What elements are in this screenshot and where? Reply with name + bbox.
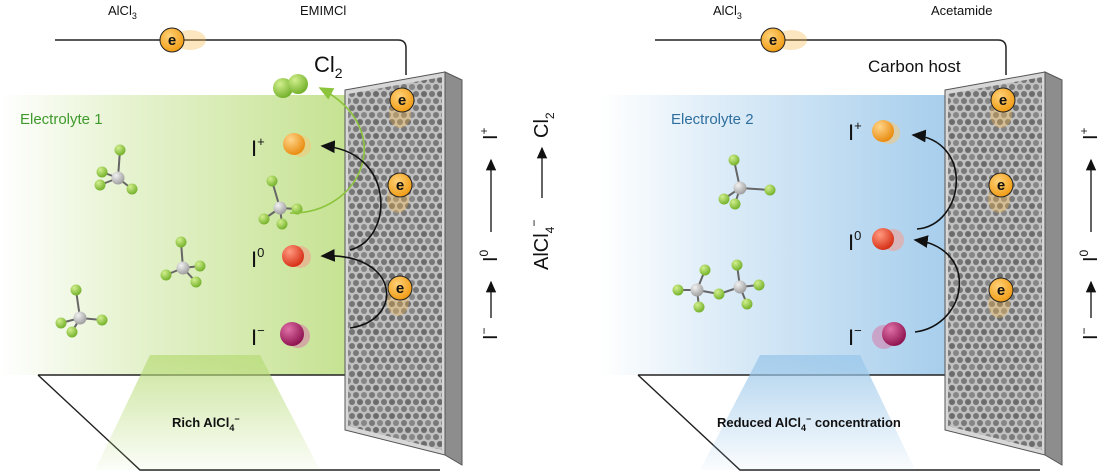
wire-electron: e [159,27,206,53]
carbon-electrode [944,71,1063,466]
species-i-plus-label: I+ [251,134,265,161]
svg-text:e: e [999,92,1007,109]
electrolyte-label: Electrolyte 1 [20,111,103,128]
svg-text:e: e [769,32,777,49]
oxidation-arrow-upper [320,140,382,251]
species-i-zero-label: I0 [848,228,861,255]
iodine-plus-ball [283,133,311,157]
svg-text:e: e [396,177,404,194]
svg-text:AlCl4−: AlCl4− [527,220,557,270]
cl2-molecule [273,74,308,98]
svg-text:I−: I− [477,327,502,340]
external-wire [55,39,407,75]
svg-text:I+: I+ [1077,127,1102,140]
alcl4-cluster [94,144,138,195]
electron: e [988,277,1014,318]
alcl4-cluster [55,284,108,338]
svg-text:I+: I+ [477,127,502,140]
iodine-plus-ball [872,120,900,144]
panel-right: e e e e AlCl3 Acetamide Carbon host Elec… [600,3,1102,471]
solvent-label: EMIMCl [300,3,346,18]
alcl3-complex [718,154,776,210]
species-i-plus-label: I+ [848,118,862,145]
svg-text:e: e [396,280,404,297]
oxidation-arrow-lower [913,235,961,333]
chlorine-evolution-arrow [289,87,365,214]
svg-text:e: e [997,282,1005,299]
concentration-beam [700,355,915,470]
electron: e [387,275,413,316]
carbon-electrode [344,71,463,466]
electron: e [389,87,415,128]
concentration-beam [95,355,320,470]
alcl3-dimer [672,259,765,313]
svg-text:I0: I0 [477,249,502,262]
species-i-zero-label: I0 [251,245,264,272]
solvent-label: Acetamide [931,3,992,18]
wire-electron: e [760,27,807,53]
iodine-zero-ball [282,245,311,268]
species-i-minus-label: I− [251,323,265,350]
electrolyte-label: Electrolyte 2 [671,111,754,128]
host-label: Carbon host [868,57,961,76]
svg-text:e: e [168,32,176,49]
iodide-ball [280,322,310,348]
iodide-ball [872,322,906,349]
svg-text:e: e [398,92,406,109]
concentration-label: Reduced AlCl4− concentration [717,414,901,433]
svg-text:I−: I− [1077,327,1102,340]
alcl4-cluster [160,236,206,288]
cl2-label: Cl2 [314,52,343,81]
salt-label: AlCl3 [713,3,742,21]
external-wire [655,39,1007,75]
reaction-sequence-iodine: I− I0 I+ [477,127,502,340]
svg-text:I0: I0 [1077,249,1102,262]
electron: e [387,172,413,213]
concentration-label: Rich AlCl4− [172,414,240,433]
alcl4-cluster [258,175,303,230]
panel-left: e e e e AlCl3 EMIMCl Cl2 Electrolyte 1 I… [0,3,557,471]
species-i-minus-label: I− [848,323,862,350]
electron: e [988,172,1014,213]
oxidation-arrow-upper [911,129,958,230]
iodine-zero-ball [872,228,904,251]
salt-label: AlCl3 [108,3,137,21]
electron: e [990,87,1016,128]
reaction-sequence-chlorine: AlCl4− Cl2 [527,112,557,270]
svg-text:e: e [997,177,1005,194]
oxidation-arrow-lower [320,248,388,329]
svg-text:Cl2: Cl2 [531,112,557,138]
reaction-sequence-iodine: I− I0 I+ [1077,127,1102,340]
